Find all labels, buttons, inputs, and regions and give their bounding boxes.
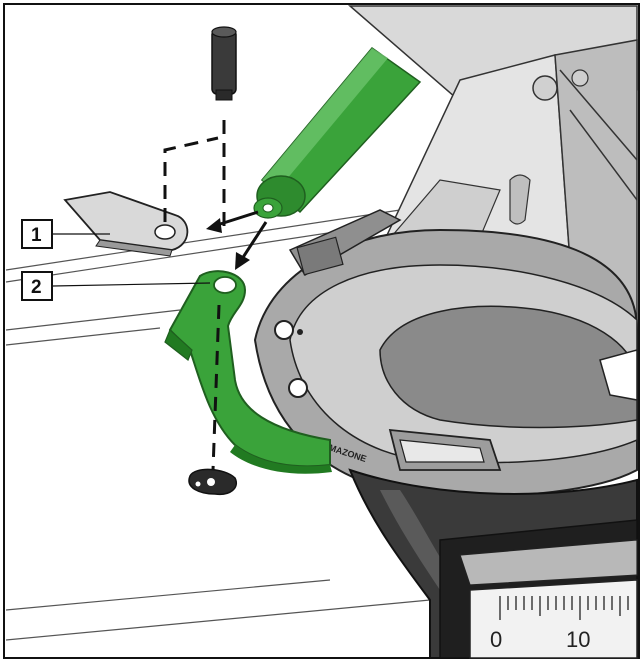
- part-2-green-plate: [164, 270, 332, 474]
- part-1-bracket: [63, 191, 189, 257]
- scale-label-10: 10: [566, 627, 590, 652]
- setting-scale: 0 10: [469, 579, 638, 659]
- assembly-arrows: [206, 210, 268, 270]
- callout-2: 2: [21, 271, 211, 301]
- callout-1: 1: [21, 219, 110, 249]
- callout-2-label: 2: [31, 277, 42, 298]
- spreader-disc: AMAZONE: [253, 209, 638, 498]
- scale-label-0: 0: [490, 627, 502, 652]
- bolt-pin: [211, 26, 237, 101]
- assembly-guide-lines: [163, 120, 226, 471]
- green-shaft: [253, 46, 422, 219]
- lock-washer: [188, 468, 237, 496]
- callout-1-label: 1: [31, 225, 42, 246]
